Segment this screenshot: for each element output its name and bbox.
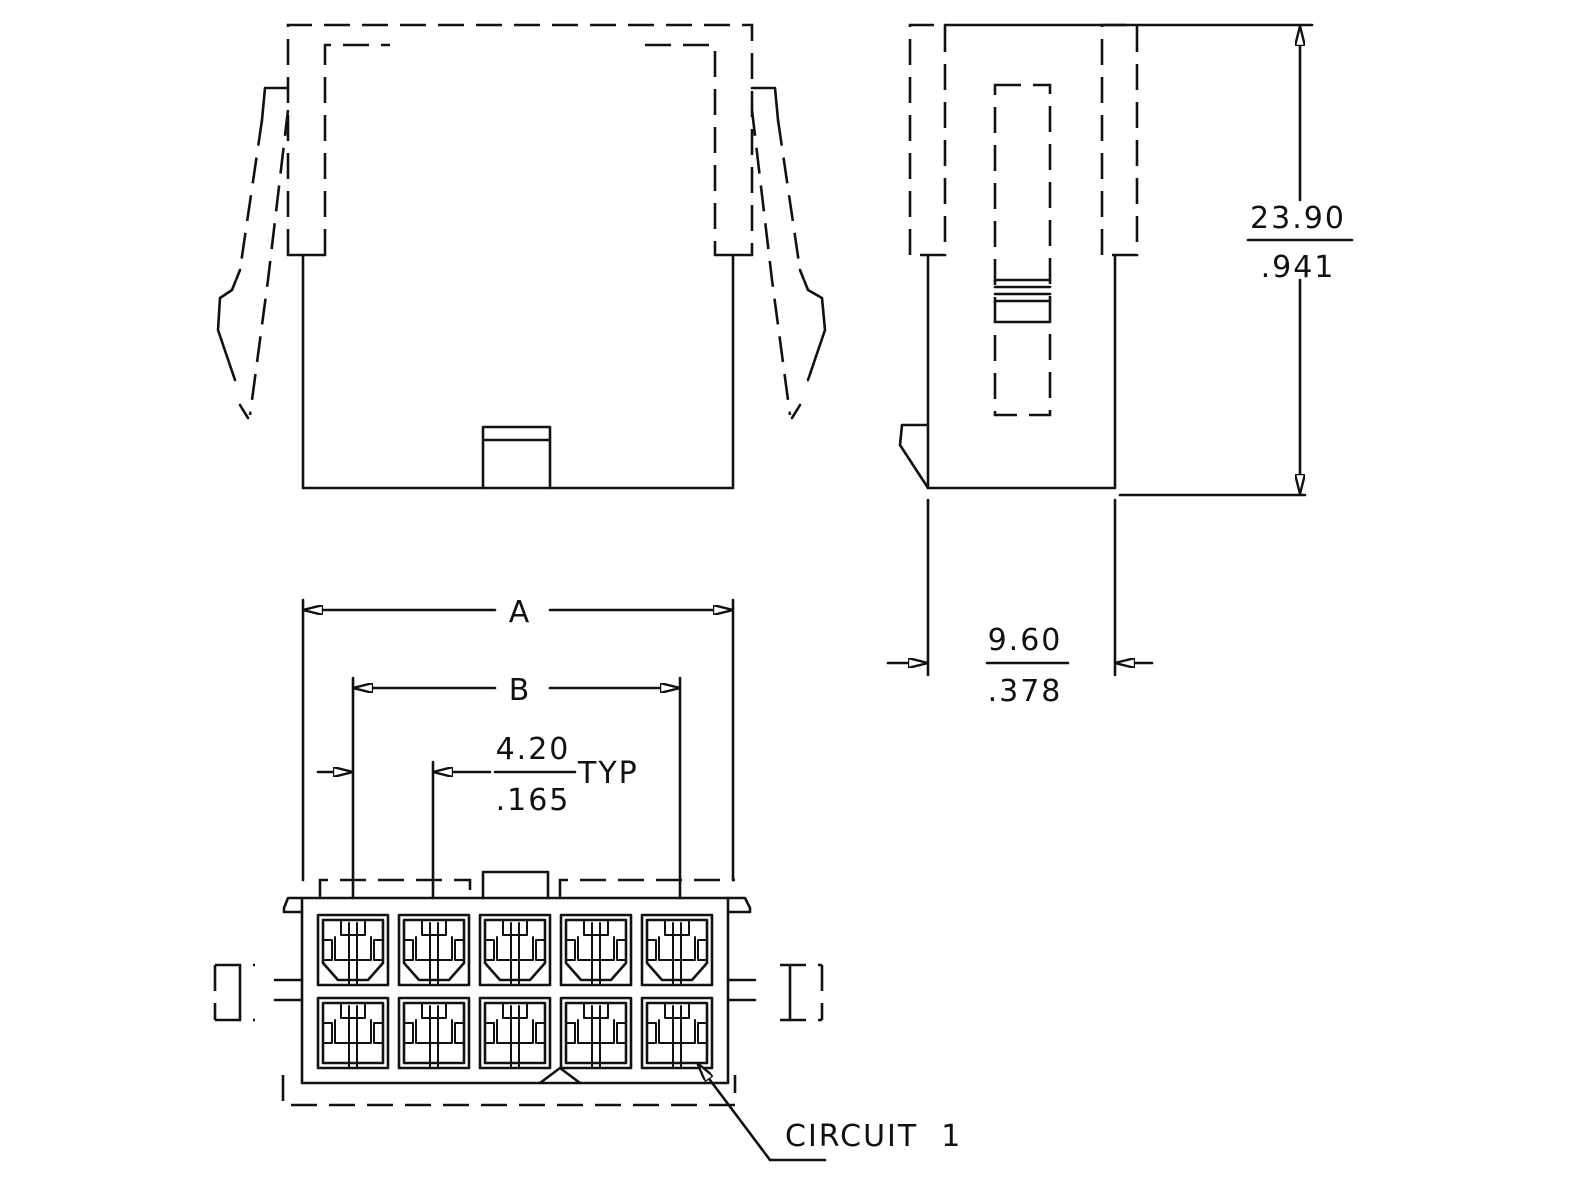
height-dimension: [1246, 25, 1354, 495]
mating-face-view: [213, 870, 824, 1107]
cavity: [640, 913, 714, 987]
circuit-1-label: CIRCUIT 1: [785, 1119, 962, 1154]
height-inch: .941: [1261, 250, 1336, 285]
side-view: [898, 23, 1314, 497]
cavity: [397, 913, 471, 987]
pitch-mm: 4.20: [496, 732, 571, 767]
cavity: [316, 913, 390, 987]
cavity: [397, 996, 471, 1070]
height-mm: 23.90: [1250, 201, 1346, 236]
pitch-dimension: [316, 760, 577, 900]
depth-inch: .378: [988, 674, 1063, 709]
cavity: [559, 913, 633, 987]
right-latch: [750, 86, 827, 420]
depth-mm: 9.60: [988, 623, 1063, 658]
cavity: [478, 996, 552, 1070]
dimension-a: [301, 598, 735, 882]
pitch-inch: .165: [496, 783, 571, 818]
dim-b-label: B: [509, 673, 532, 708]
ramp: [898, 423, 930, 490]
cavity: [316, 996, 390, 1070]
cavity: [559, 996, 633, 1070]
dim-a-label: A: [509, 595, 532, 630]
depth-dimension: [886, 498, 1154, 677]
pitch-suffix: TYP: [577, 756, 639, 791]
cavity: [640, 996, 714, 1070]
latch-window: [481, 425, 552, 490]
circuit-1-leader: [698, 1064, 827, 1162]
dimension-b: [351, 676, 682, 900]
left-latch: [216, 86, 290, 420]
cavity: [478, 913, 552, 987]
front-view: [216, 23, 827, 490]
cavity-grid: [316, 913, 714, 1070]
